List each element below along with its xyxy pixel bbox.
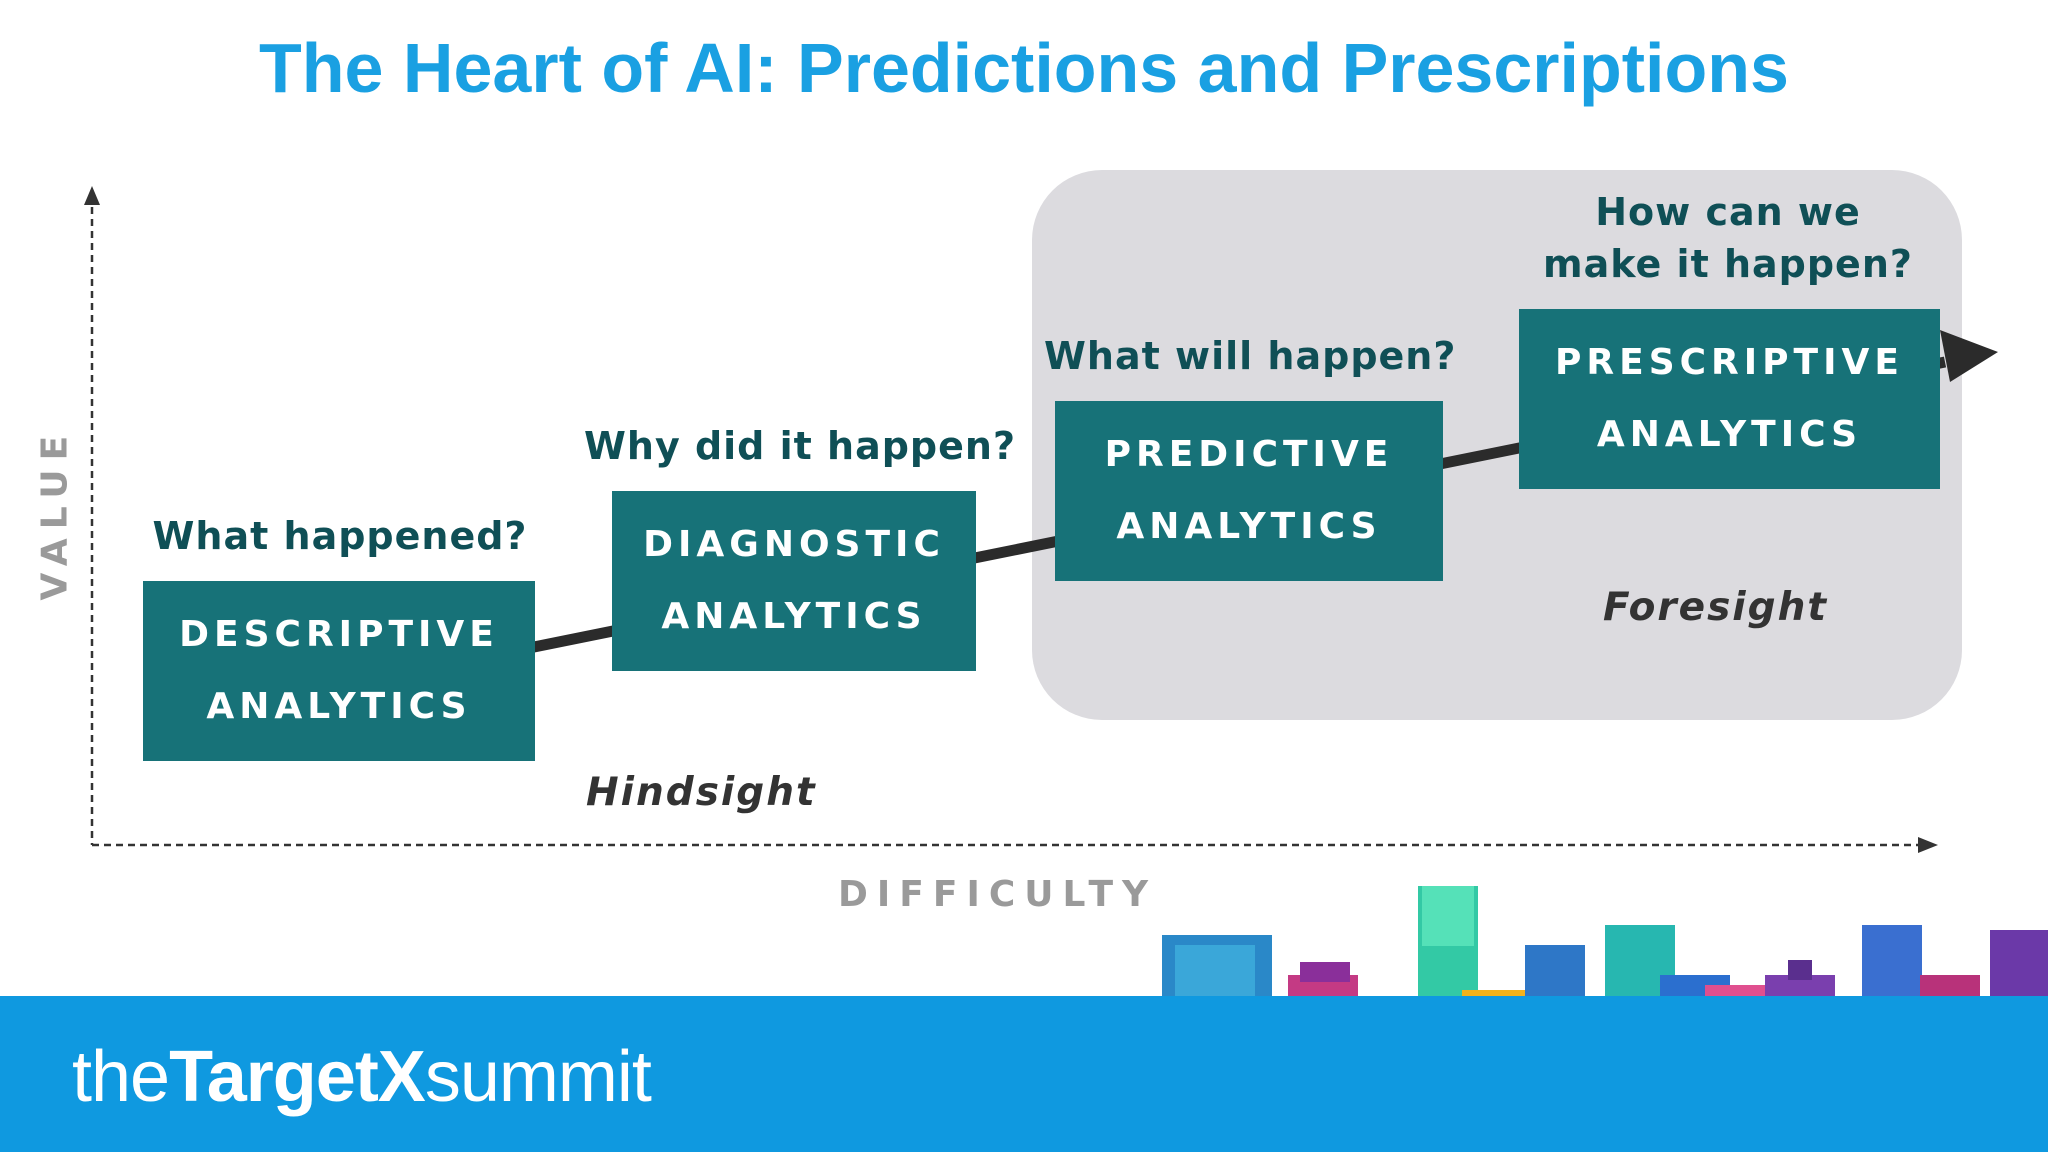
diagnostic-label: DIAGNOSTIC (643, 524, 945, 565)
question-how-can-we: How can we (1595, 190, 1861, 234)
brand-prefix: the (72, 1037, 170, 1117)
prescriptive-label: PRESCRIPTIVE (1555, 342, 1904, 383)
diagnostic-analytics-label: ANALYTICS (661, 596, 927, 637)
predictive-label: PREDICTIVE (1104, 434, 1394, 475)
question-why-did-it-happen: Why did it happen? (583, 424, 1016, 468)
brand-suffix: summit (424, 1037, 652, 1117)
question-what-happened: What happened? (152, 514, 528, 558)
value-axis-label: VALUE (34, 426, 76, 601)
hindsight-label: Hindsight (586, 770, 817, 815)
value-axis-arrowhead (84, 186, 100, 205)
question-make-it-happen: make it happen? (1543, 242, 1913, 286)
event-logo: theTargetXsummit (72, 1036, 652, 1118)
foresight-label: Foresight (1603, 585, 1828, 630)
question-what-will-happen: What will happen? (1044, 334, 1457, 378)
prescriptive-analytics-box: PRESCRIPTIVE ANALYTICS (1519, 309, 1940, 489)
predictive-analytics-label: ANALYTICS (1116, 506, 1382, 547)
descriptive-analytics-label: ANALYTICS (206, 686, 472, 727)
descriptive-analytics-box: DESCRIPTIVE ANALYTICS (143, 581, 535, 761)
brand-bold: TargetX (169, 1037, 426, 1117)
descriptive-label: DESCRIPTIVE (179, 614, 499, 655)
prescriptive-analytics-label: ANALYTICS (1596, 414, 1863, 455)
predictive-analytics-box: PREDICTIVE ANALYTICS (1055, 401, 1443, 581)
difficulty-axis-label: DIFFICULTY (838, 874, 1158, 915)
diagnostic-analytics-box: DIAGNOSTIC ANALYTICS (612, 491, 976, 671)
slide-title: The Heart of AI: Predictions and Prescri… (259, 29, 1789, 107)
trend-arrowhead (1940, 330, 1998, 382)
footer-band (0, 996, 2048, 1152)
difficulty-axis-arrowhead (1918, 837, 1938, 853)
